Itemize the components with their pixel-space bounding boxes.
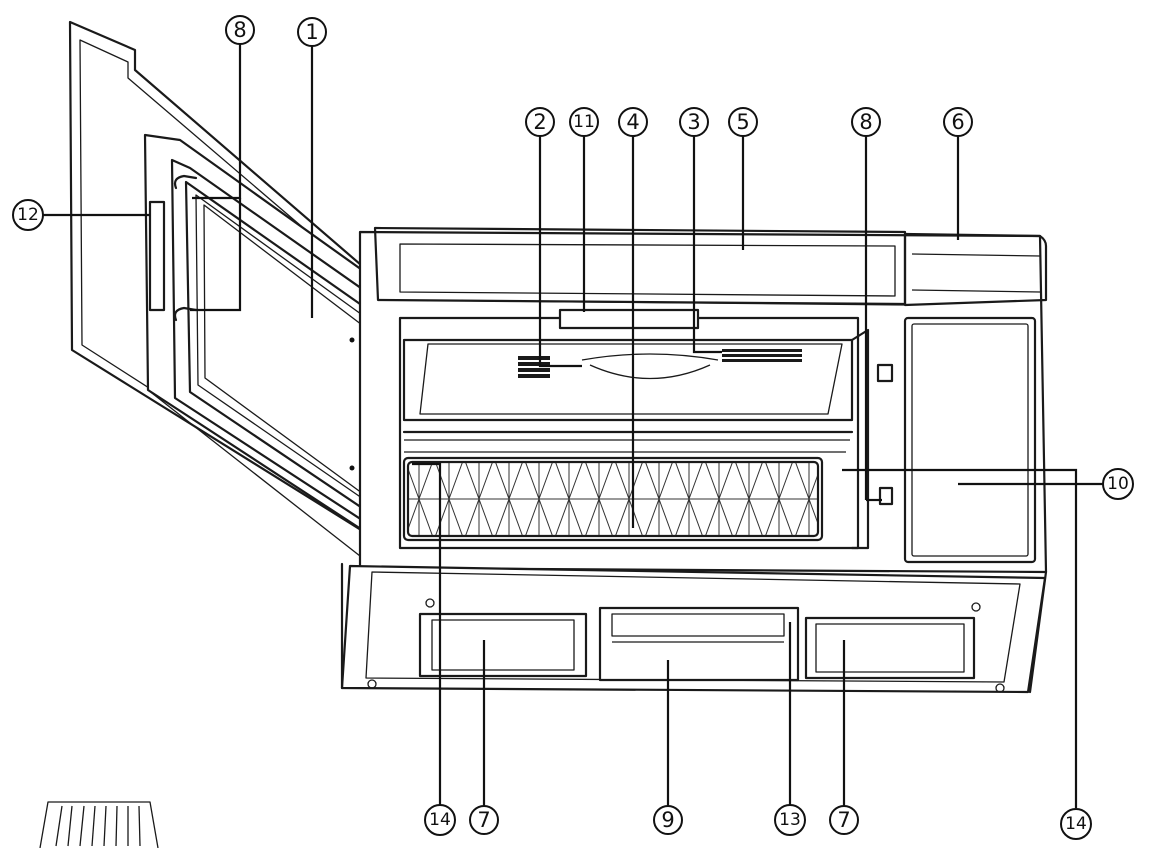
callout-8-cavity: 8 <box>851 107 881 137</box>
door-latch-lower <box>173 306 198 322</box>
control-panel <box>903 316 1037 564</box>
callout-label: 7 <box>837 808 850 832</box>
interlock-switch-lower <box>878 486 894 506</box>
callout-label: 3 <box>687 110 700 134</box>
callout-label: 1 <box>305 20 318 44</box>
callout-label: 4 <box>626 110 639 134</box>
callout-14-right: 14 <box>1060 808 1092 840</box>
light-vent <box>518 356 550 378</box>
callout-7-right: 7 <box>829 805 859 835</box>
callout-label: 5 <box>736 110 749 134</box>
callout-5: 5 <box>728 107 758 137</box>
callout-7-left: 7 <box>469 805 499 835</box>
bottom-panel <box>340 562 1048 694</box>
callout-1: 1 <box>297 17 327 47</box>
callout-label: 2 <box>533 110 546 134</box>
callout-label: 11 <box>573 112 595 132</box>
callout-4: 4 <box>618 107 648 137</box>
callout-label: 7 <box>477 808 490 832</box>
callout-12: 12 <box>12 199 44 231</box>
callout-8-door: 8 <box>225 15 255 45</box>
control-panel-top <box>903 232 1048 307</box>
charcoal-filter-cover <box>598 606 800 682</box>
cooktop-light-left <box>418 612 588 678</box>
cooktop-light-right <box>804 616 976 680</box>
decorative-fringe <box>39 801 159 848</box>
grease-filter <box>402 456 824 542</box>
callout-10: 10 <box>1102 468 1134 500</box>
callout-label: 13 <box>779 810 801 830</box>
callout-6: 6 <box>943 107 973 137</box>
waveguide-cover <box>558 308 700 330</box>
door-latch-upper <box>173 174 198 190</box>
interlock-switch-upper <box>876 363 894 383</box>
callout-label: 10 <box>1107 474 1129 494</box>
callout-3: 3 <box>679 107 709 137</box>
callout-9: 9 <box>653 805 683 835</box>
callout-label: 9 <box>661 808 674 832</box>
door <box>68 20 396 558</box>
callout-13: 13 <box>774 804 806 836</box>
callout-2: 2 <box>525 107 555 137</box>
callout-label: 14 <box>1065 814 1087 834</box>
leader-lines <box>42 42 1104 808</box>
door-handle <box>148 200 166 312</box>
callout-label: 8 <box>233 18 246 42</box>
exhaust-vent <box>722 349 802 362</box>
callouts: 8 1 12 2 11 4 3 5 <box>12 15 1134 840</box>
callout-label: 14 <box>429 810 451 830</box>
callout-label: 6 <box>951 110 964 134</box>
callout-14-left: 14 <box>424 804 456 836</box>
callout-label: 12 <box>17 205 39 225</box>
callout-label: 8 <box>859 110 872 134</box>
callout-11: 11 <box>569 107 599 137</box>
